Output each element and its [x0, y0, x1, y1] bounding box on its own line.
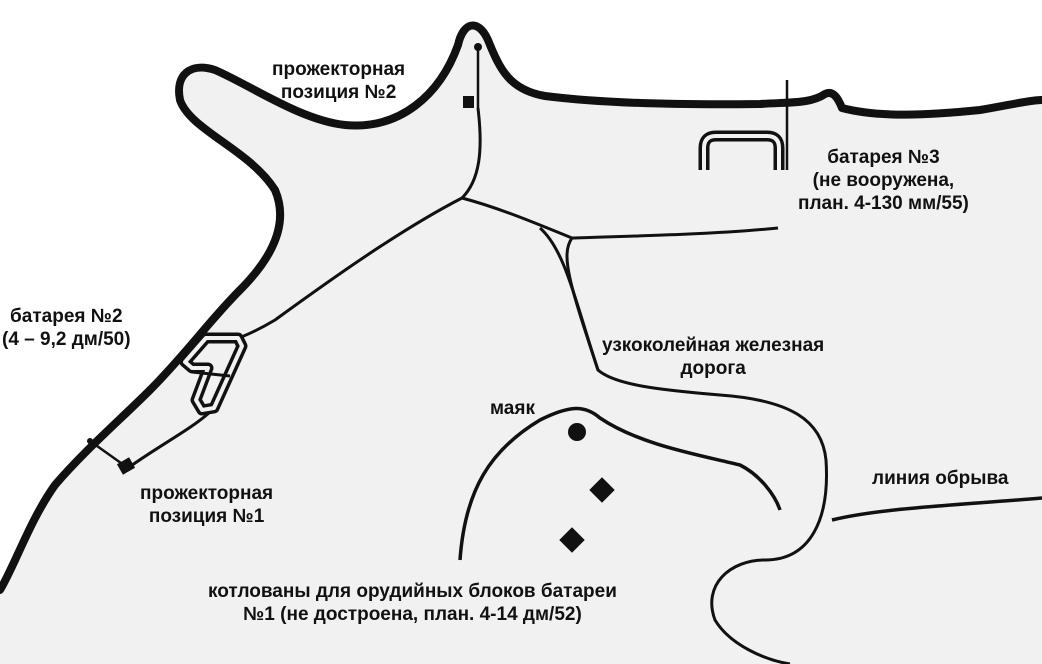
battery-2-label: батарея №2 (4 – 9,2 дм/50) — [2, 305, 131, 351]
gun-pit-2 — [559, 527, 585, 553]
searchlight-2-marker — [463, 96, 474, 108]
road-to-searchlight-2 — [460, 107, 482, 200]
battery-1-label: котлованы для орудийных блоков батареи №… — [208, 580, 617, 626]
battery-2-emplacement — [179, 332, 248, 416]
battery-3-label-line-3: план. 4-130 мм/55) — [798, 193, 969, 214]
battery-3-label: батарея №3 (не вооружена, план. 4-130 мм… — [798, 146, 969, 215]
lighthouse-label: маяк — [490, 398, 535, 419]
searchlight-1-label-line-2: позиция №1 — [148, 506, 265, 527]
battery-2-label-line-2: (4 – 9,2 дм/50) — [2, 329, 131, 350]
railway-spur — [565, 237, 600, 371]
battery-1-label-line-2: №1 (не достроена, план. 4-14 дм/52) — [243, 604, 582, 625]
road-to-battery-3 — [461, 196, 779, 240]
cliff-line-east — [831, 496, 1042, 522]
searchlight-2-label: прожекторная позиция №2 — [272, 58, 405, 104]
railway-label-line-1: узкоколейная железная — [602, 335, 825, 356]
coastline — [0, 21, 1042, 594]
battery-1-label-line-1: котлованы для орудийных блоков батареи — [208, 581, 617, 602]
gun-pit-1 — [589, 477, 615, 503]
railway-label: узкоколейная железная дорога — [602, 334, 824, 380]
cliff-line-west — [458, 406, 782, 561]
battery-3-label-line-2: (не вооружена, — [812, 170, 955, 191]
searchlight-1-marker — [116, 457, 136, 475]
battery-3-label-line-1: батарея №3 — [827, 147, 940, 168]
railway-label-line-2: дорога — [680, 358, 746, 379]
cliff-line-label: линия обрыва — [872, 468, 1009, 489]
searchlight-1-label-line-1: прожекторная — [140, 483, 274, 504]
road-to-searchlight-1 — [127, 410, 212, 470]
lighthouse-marker — [568, 423, 586, 441]
searchlight-2-label-line-2: позиция №2 — [280, 82, 397, 103]
road-to-battery-2 — [227, 196, 463, 344]
searchlight-2-label-line-1: прожекторная — [272, 59, 406, 80]
battery-2-label-line-1: батарея №2 — [10, 306, 123, 327]
land-area — [0, 25, 1042, 664]
searchlight-1-label: прожекторная позиция №1 — [140, 482, 273, 528]
